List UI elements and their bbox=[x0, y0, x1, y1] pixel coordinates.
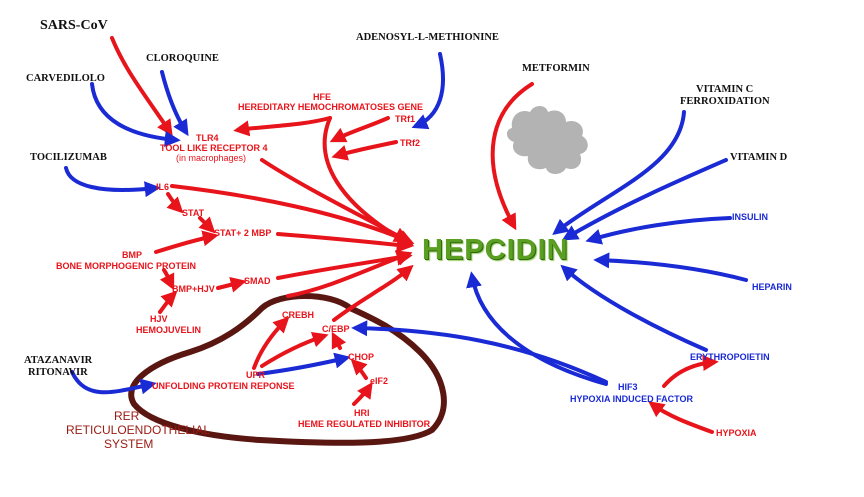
tlr4-label: TLR4 bbox=[196, 133, 219, 143]
atazanavir-label: ATAZANAVIR bbox=[24, 355, 93, 366]
arrow-crebh-hepcidin bbox=[286, 250, 413, 298]
metformin-label: METFORMIN bbox=[522, 63, 590, 74]
arrow-hypoxia-hif3 bbox=[648, 401, 714, 434]
arrow-vitd-hepcidin bbox=[561, 158, 728, 241]
hri-label: HRI bbox=[354, 408, 370, 418]
arrow-chop-cebp bbox=[331, 331, 347, 350]
arrow-bmp-bmphjv bbox=[159, 268, 175, 291]
tocilizumab-label: TOCILIZUMAB bbox=[30, 152, 107, 163]
smad-label: SMAD bbox=[244, 276, 271, 286]
ferroxidation-label: FERROXIDATION bbox=[680, 96, 770, 107]
hypoxia-induced-factor-label: HYPOXIA INDUCED FACTOR bbox=[570, 394, 694, 404]
arrow-carvedilolo-tlr4 bbox=[90, 82, 181, 147]
cloroquine-label: CLOROQUINE bbox=[146, 53, 219, 64]
arrow-tlr4-hepcidin bbox=[260, 158, 411, 243]
arrow-hif3-hepcidin bbox=[466, 271, 608, 386]
trf2-label: TRf2 bbox=[400, 138, 420, 148]
eif2-label: eIF2 bbox=[370, 376, 389, 386]
erythropoietin-label: ERYTHROPOIETIN bbox=[690, 352, 770, 362]
arrow-adenosyl-trf1 bbox=[411, 52, 445, 130]
arrow-cloroquine-tlr4 bbox=[160, 70, 189, 137]
arrow-eif2-chop bbox=[350, 358, 368, 380]
bmp-hjv-label: BMP+HJV bbox=[172, 284, 215, 294]
hypoxia-label: HYPOXIA bbox=[716, 428, 757, 438]
reticuloendothelial-label: RETICULOENDOTHELIAL bbox=[66, 423, 211, 437]
hfe-gene-label: HEREDITARY HEMOCHROMATOSES GENE bbox=[238, 102, 424, 112]
arrow-statmbp-hepcidin bbox=[276, 232, 413, 253]
carvedilolo-label: CARVEDILOLO bbox=[26, 73, 105, 84]
heparin-label: HEPARIN bbox=[752, 282, 792, 292]
puzzle-piece-icon bbox=[506, 106, 588, 174]
arrow-stat-statmbp bbox=[198, 216, 216, 234]
arrow-hfe-tlr4 bbox=[233, 116, 332, 137]
arrow-upr-crebh bbox=[252, 316, 290, 370]
sars-cov-label: SARS-CoV bbox=[40, 18, 108, 33]
vitamin-d-label: VITAMIN D bbox=[730, 152, 788, 163]
arrow-bmp-statmbp bbox=[154, 230, 219, 254]
arrow-bmphjv-smad bbox=[216, 276, 247, 293]
arrow-hfe-trf1 bbox=[329, 116, 390, 143]
system-label: SYSTEM bbox=[104, 437, 154, 451]
hfe-label: HFE bbox=[313, 92, 331, 102]
arrow-hif3-cebp bbox=[351, 320, 608, 384]
arrow-hif3-epo bbox=[662, 355, 719, 388]
trf1-label: TRf1 bbox=[395, 114, 415, 124]
il6-label: IL6 bbox=[156, 182, 170, 192]
hjv-label: HJV bbox=[150, 314, 168, 324]
rer-label: RER bbox=[114, 409, 140, 423]
bmp-label: BMP bbox=[122, 250, 142, 260]
upr-label: UPR bbox=[246, 370, 266, 380]
arrow-insulin-hepcidin bbox=[585, 216, 732, 245]
insulin-label: INSULIN bbox=[732, 212, 768, 222]
arrow-trf2 bbox=[331, 140, 398, 161]
arrow-epo-hepcidin bbox=[560, 264, 708, 352]
arrow-hjv-bmphjv bbox=[158, 290, 178, 314]
arrow-cebp-hepcidin bbox=[332, 264, 414, 322]
hepcidin-label: HEPCIDIN bbox=[422, 234, 569, 266]
upr-full-label: UNFOLDING PROTEIN REPONSE bbox=[152, 381, 295, 391]
arrow-upr-cebp bbox=[260, 331, 329, 368]
tlr4-macrophages-label: (in macrophages) bbox=[176, 153, 247, 163]
arrow-upr-chop bbox=[256, 352, 351, 376]
hemojuvelin-label: HEMOJUVELIN bbox=[136, 325, 202, 335]
tlr4-full-label: TOOL LIKE RECEPTOR 4 bbox=[160, 143, 268, 153]
arrow-il6-hepcidin bbox=[170, 184, 415, 245]
hri-full-label: HEME REGULATED INHIBITOR bbox=[298, 419, 431, 429]
adenosyl-label: ADENOSYL-L-METHIONINE bbox=[356, 32, 499, 43]
arrow-metformin-hepcidin bbox=[490, 82, 534, 231]
crebh-label: CREBH bbox=[282, 310, 315, 320]
bmp-full-label: BONE MORPHOGENIC PROTEIN bbox=[56, 261, 197, 271]
er-ring bbox=[128, 293, 447, 446]
arrow-hri-eif2 bbox=[352, 382, 373, 406]
ritonavir-label: RITONAVIR bbox=[28, 367, 88, 378]
arrow-heparin-hepcidin bbox=[593, 252, 748, 282]
arrow-tocilizumab-il6 bbox=[64, 166, 161, 198]
arrow-atazanavir-upr bbox=[70, 370, 157, 395]
stat-mbp-label: STAT+ 2 MBP bbox=[214, 228, 272, 238]
arrow-smad-hepcidin bbox=[276, 249, 413, 280]
stat-label: STAT bbox=[182, 208, 205, 218]
vitamin-c-label: VITAMIN C bbox=[696, 84, 754, 95]
arrow-sars-tlr4 bbox=[110, 36, 173, 136]
arrow-vitc-hepcidin bbox=[552, 110, 686, 235]
cebp-label: C/EBP bbox=[322, 324, 350, 334]
hif3-label: HIF3 bbox=[618, 382, 638, 392]
chop-label: CHOP bbox=[348, 352, 375, 362]
arrow-il6-stat bbox=[166, 192, 184, 214]
